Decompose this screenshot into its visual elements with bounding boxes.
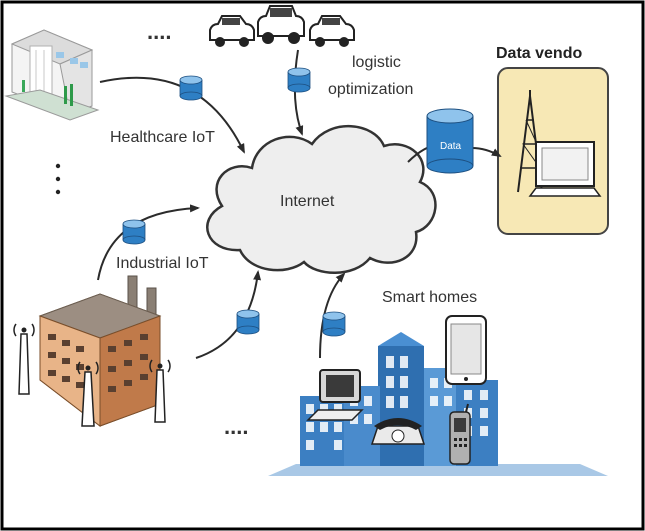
optimization-label: optimization <box>328 81 413 98</box>
mobile-phone-icon <box>449 403 471 465</box>
smartphone-icon <box>445 315 487 385</box>
computer-icon <box>528 141 602 197</box>
left-ellipsis <box>55 163 61 195</box>
healthcare-iot-label: Healthcare IoT <box>110 129 215 146</box>
cars-icon <box>209 5 355 47</box>
top-ellipsis: .... <box>147 19 171 44</box>
industrial-iot-label: Industrial IoT <box>116 255 209 272</box>
data-store-icon <box>426 108 474 174</box>
bottom-ellipsis: .... <box>224 414 248 439</box>
wireless-tower-icon <box>13 323 171 427</box>
hospital-icon <box>4 29 100 121</box>
data-label: Data <box>440 141 462 152</box>
arrow-smart-homes <box>319 272 346 359</box>
home-computer-icon <box>306 369 364 421</box>
data-vendo-label: Data vendo <box>496 45 582 62</box>
phone-icon <box>370 418 426 445</box>
arrow-data-vendo <box>471 147 502 157</box>
internet-label: Internet <box>280 193 335 210</box>
smart-homes-label: Smart homes <box>382 289 477 306</box>
logistic-label: logistic <box>352 54 401 71</box>
arrow-logistics <box>293 49 304 136</box>
